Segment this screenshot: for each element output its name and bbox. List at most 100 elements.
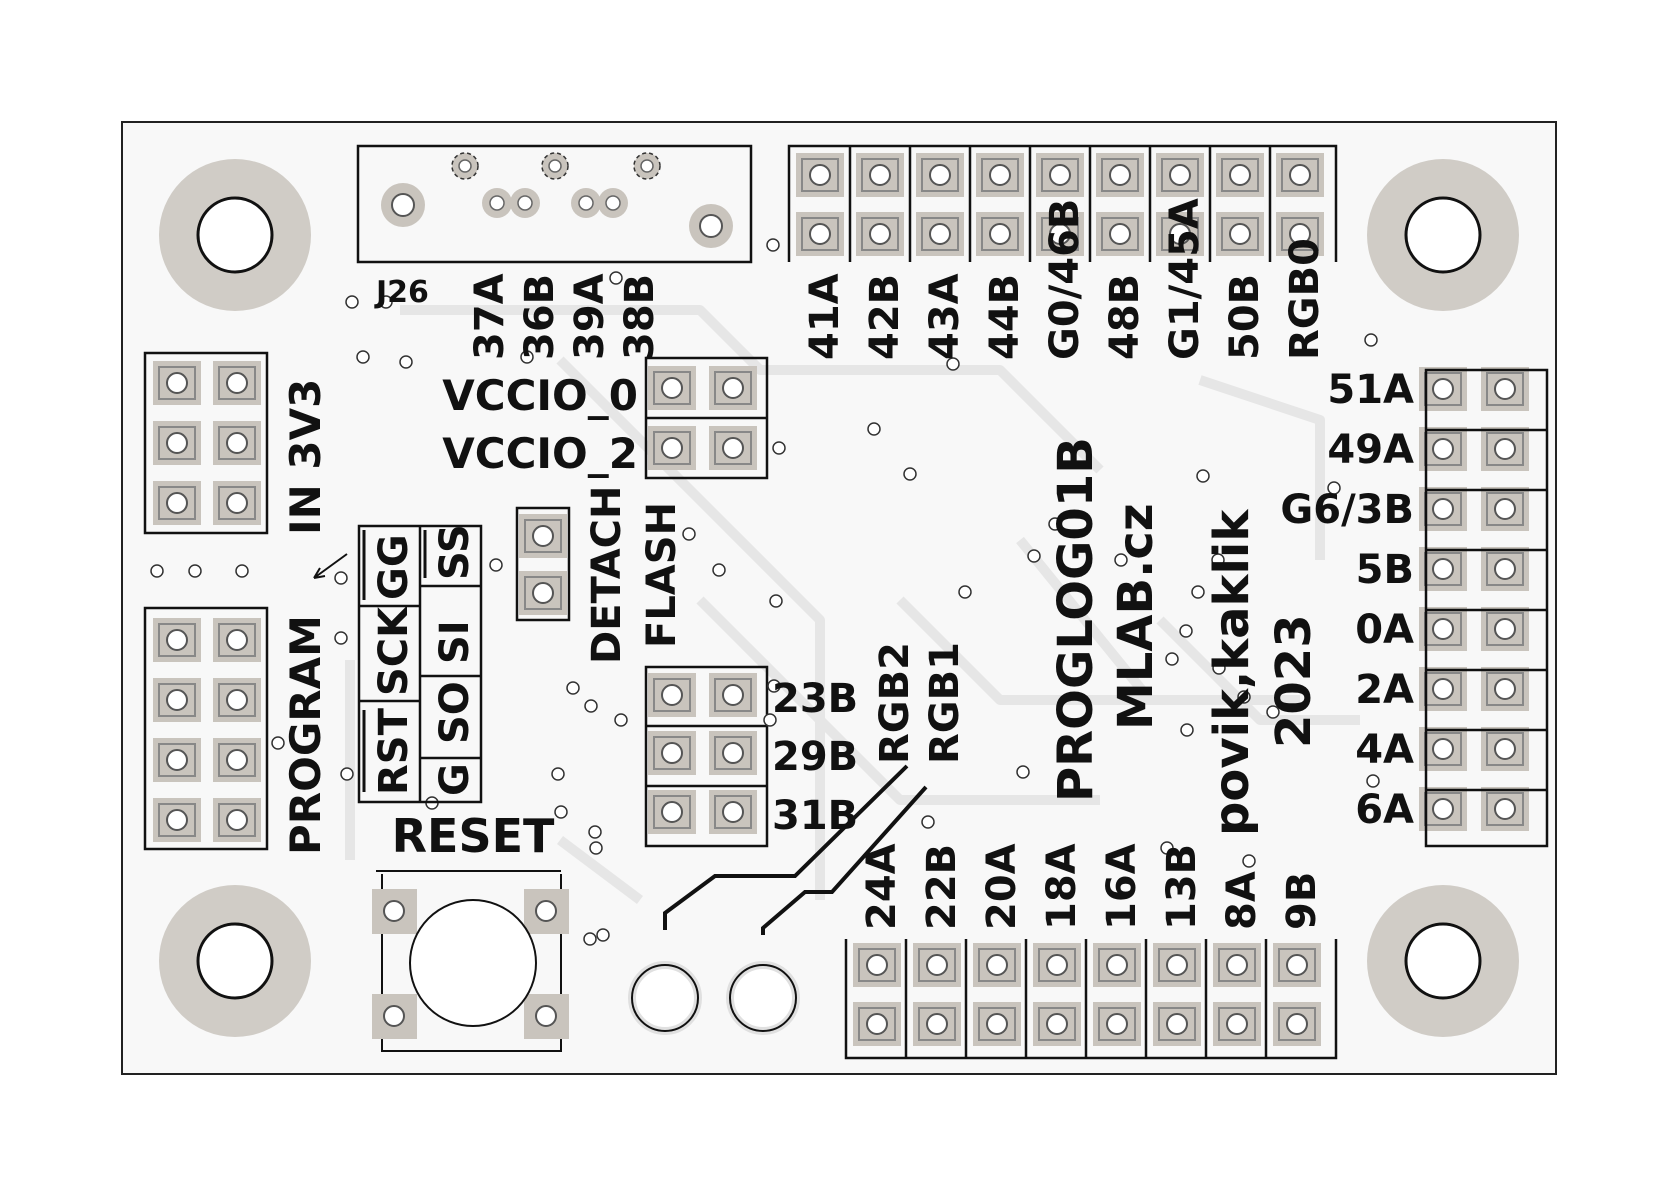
pin-pad <box>973 943 1021 987</box>
pin-pad <box>976 153 1024 197</box>
pin-pad <box>976 212 1024 256</box>
spi-rst: RST <box>371 707 417 795</box>
via <box>1179 624 1193 638</box>
label-29b: 29B <box>772 734 858 780</box>
board-authors: povik,kaklik <box>1204 509 1260 836</box>
pin-pad <box>1096 153 1144 197</box>
pin-pad <box>1216 153 1264 197</box>
pin-pad <box>1481 367 1529 411</box>
pin-pad <box>153 618 201 662</box>
pin-pad <box>709 366 757 410</box>
usb-pin-label: 36B <box>517 274 563 360</box>
mounting-hole-bottom-right <box>1367 885 1519 1037</box>
pin-pad <box>213 421 261 465</box>
pin-pad <box>648 426 696 470</box>
top-pin-label: 42B <box>862 274 908 360</box>
pin-pad <box>648 790 696 834</box>
top-pin-label: 41A <box>802 273 848 360</box>
status-leds <box>628 764 928 1035</box>
pin-pad <box>913 943 961 987</box>
label-23b: 23B <box>772 676 858 722</box>
pin-pad <box>709 731 757 775</box>
via <box>334 631 348 645</box>
via <box>1191 585 1205 599</box>
pin-pad <box>709 426 757 470</box>
via <box>340 767 354 781</box>
header-outlines <box>143 144 1549 1060</box>
via <box>379 295 393 309</box>
flash-label: FLASH <box>639 502 685 648</box>
via <box>1242 854 1256 868</box>
via <box>958 585 972 599</box>
via <box>235 564 249 578</box>
right-pin-label: 49A <box>1327 427 1414 473</box>
vias <box>150 238 1380 946</box>
reset-button[interactable] <box>372 870 569 1052</box>
pin-pad <box>153 798 201 842</box>
via <box>766 238 780 252</box>
via <box>584 699 598 713</box>
rgb1-label: RGB1 <box>922 642 968 764</box>
usb-pin-label: 38B <box>617 274 663 360</box>
pin-pad <box>153 678 201 722</box>
bottom-pin-label: 9B <box>1279 872 1325 930</box>
via <box>1366 774 1380 788</box>
via <box>1048 517 1062 531</box>
pin-pad <box>796 153 844 197</box>
via <box>1364 333 1378 347</box>
pin-pad <box>916 153 964 197</box>
reset-label: RESET <box>392 809 555 863</box>
via <box>520 350 534 364</box>
via <box>1160 841 1174 855</box>
via <box>1180 723 1194 737</box>
via <box>614 713 628 727</box>
mounting-holes <box>159 159 1519 1037</box>
pin-pad <box>853 943 901 987</box>
via <box>596 928 610 942</box>
pin-pad <box>1276 212 1324 256</box>
via <box>399 355 413 369</box>
pin-pad <box>1481 487 1529 531</box>
top-pin-label: 43A <box>922 273 968 360</box>
via <box>921 815 935 829</box>
arrow-icon <box>313 553 348 579</box>
via <box>1212 661 1226 675</box>
right-pin-label: 0A <box>1355 607 1414 653</box>
usb-connector <box>356 144 753 264</box>
label-31b: 31B <box>772 793 858 839</box>
pin-pad <box>913 1002 961 1046</box>
bottom-pin-label: 13B <box>1159 844 1205 930</box>
via <box>150 564 164 578</box>
pin-pad <box>709 790 757 834</box>
right-pin-label: 4A <box>1355 727 1414 773</box>
pin-pad <box>153 361 201 405</box>
bottom-pin-label: 16A <box>1099 843 1145 930</box>
spi-so: SO <box>432 681 478 744</box>
pin-pad <box>1213 943 1261 987</box>
pin-pad <box>519 571 567 615</box>
right-pin-label: 51A <box>1327 367 1414 413</box>
via <box>1165 652 1179 666</box>
via <box>334 571 348 585</box>
top-pin-label: 50B <box>1222 274 1268 360</box>
pin-pad <box>213 481 261 525</box>
via <box>1266 705 1280 719</box>
pin-pad <box>213 618 261 662</box>
top-pin-label: RGB0 <box>1282 238 1328 360</box>
pin-pad <box>1481 547 1529 591</box>
pin-pad <box>1481 607 1529 651</box>
spi-si: SI <box>432 620 478 664</box>
pin-pad <box>973 1002 1021 1046</box>
spi-sck: SCK <box>371 605 417 696</box>
pin-pad <box>519 514 567 558</box>
pin-pad <box>1481 667 1529 711</box>
right-pin-label: 2A <box>1355 667 1414 713</box>
bottom-pin-label: 22B <box>919 844 965 930</box>
vccio0-label: VCCIO_0 <box>442 371 638 420</box>
via <box>1114 553 1128 567</box>
via <box>489 558 503 572</box>
pin-pad <box>213 738 261 782</box>
rgb2-label: RGB2 <box>872 642 918 764</box>
